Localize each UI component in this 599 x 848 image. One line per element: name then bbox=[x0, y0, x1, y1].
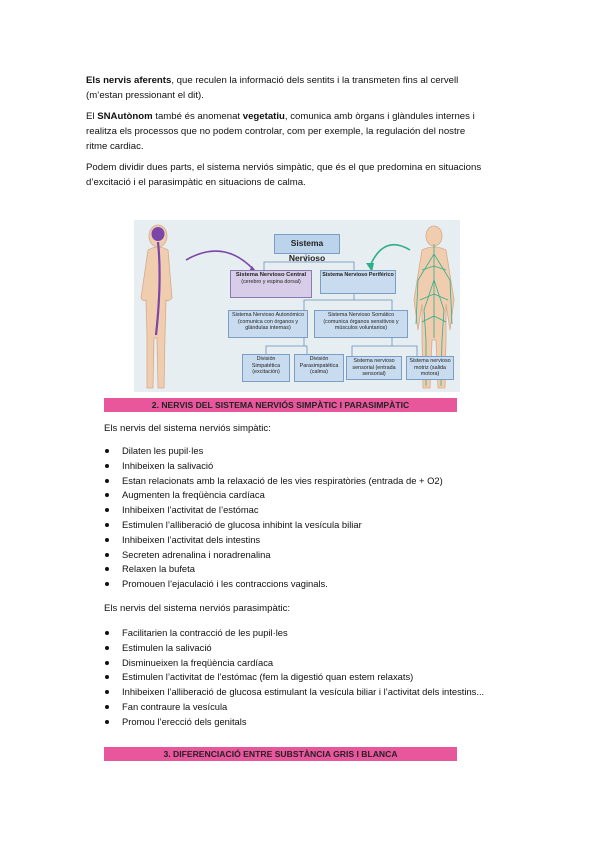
spinal-cord-icon bbox=[154, 241, 161, 336]
aferents-text-2: (m’estan pressionant el dit). bbox=[86, 90, 204, 101]
paragraph-aferents: Els nervis aferents, que reculen la info… bbox=[86, 73, 506, 103]
paragraph-parts: Podem dividir dues parts, el sistema ner… bbox=[86, 160, 506, 190]
autonomo-label: Sistema Nervioso Autonómico (comunica co… bbox=[232, 312, 304, 332]
arrow-peripheral-icon bbox=[369, 243, 411, 267]
box-sensorial: Sistema nervioso sensorial (entrada sens… bbox=[346, 356, 402, 380]
central-title: Sistema Nervioso Central bbox=[235, 272, 307, 278]
list-item: Augmenten la freqüència cardíaca bbox=[104, 488, 494, 503]
list-item: Promou l’erecció dels genitals bbox=[104, 715, 494, 730]
somatico-label: Sistema Nervioso Somático (comunica órga… bbox=[323, 312, 399, 332]
box-root-label: Sistema Nervioso bbox=[288, 238, 326, 263]
sna-term: SNAutònom bbox=[97, 111, 153, 122]
box-simpatica: División Simpatética (excitación) bbox=[242, 354, 290, 382]
list-item: Estimulen l’alliberació de glucosa inhib… bbox=[104, 518, 494, 533]
nerve-network-icon bbox=[415, 244, 453, 387]
list-item: Estimulen l’activitat de l’estómac (fem … bbox=[104, 670, 494, 685]
list-item: Inhibeixen l’activitat de l’estómac bbox=[104, 503, 494, 518]
sna-mid: també és anomenat bbox=[152, 111, 243, 122]
list-item: Dilaten les pupil·les bbox=[104, 444, 494, 459]
diagram-artwork bbox=[140, 224, 455, 389]
list-item: Estan relacionats amb la relaxació de le… bbox=[104, 474, 494, 489]
sna-line3: ritme cardiac. bbox=[86, 141, 144, 152]
box-sistema-nervioso: Sistema Nervioso bbox=[274, 234, 340, 263]
list-item: Fan contraure la vesícula bbox=[104, 700, 494, 715]
sna-prefix: El bbox=[86, 111, 98, 122]
motriz-label: Sistema nervioso motriz (salida motora) bbox=[409, 358, 451, 378]
sna-line1: , comunica amb òrgans i glàndules intern… bbox=[284, 111, 475, 122]
central-sub: (cerebro y espina dorsal) bbox=[241, 278, 301, 285]
parasimpatic-list: Facilitarien la contracció de les pupil·… bbox=[104, 626, 494, 730]
sna-line2: realitza els processos que no podem cont… bbox=[86, 126, 466, 137]
diagram-connectors bbox=[263, 254, 418, 356]
section-2-heading: 2. NERVIS DEL SISTEMA NERVIÓS SIMPÀTIC I… bbox=[104, 398, 457, 412]
box-periferico: Sistema Nervioso Periférico bbox=[320, 270, 396, 294]
peripheral-title: Sistema Nervioso Periférico bbox=[322, 272, 394, 278]
parts-line2: d’excitació i el parasimpàtic en situaci… bbox=[86, 177, 306, 188]
list-item: Inhibeixen l’activitat dels intestins bbox=[104, 533, 494, 548]
box-central: Sistema Nervioso Central (cerebro y espi… bbox=[230, 270, 312, 298]
list-item: Promouen l’ejaculació i les contraccions… bbox=[104, 577, 494, 592]
simpatic-intro: Els nervis del sistema nerviós simpàtic: bbox=[104, 423, 271, 434]
vegetatiu-term: vegetatiu bbox=[242, 111, 285, 122]
list-item: Inhibeixen l’alliberació de glucosa esti… bbox=[104, 685, 494, 700]
nervous-system-diagram: Sistema Nervioso Sistema Nervioso Centra… bbox=[134, 220, 460, 392]
list-item: Estimulen la salivació bbox=[104, 641, 494, 656]
list-item: Secreten adrenalina i noradrenalina bbox=[104, 548, 494, 563]
list-item: Facilitarien la contracció de les pupil·… bbox=[104, 626, 494, 641]
simpatica-label: División Simpatética (excitación) bbox=[251, 356, 281, 376]
sensorial-label: Sistema nervioso sensorial (entrada sens… bbox=[352, 358, 396, 378]
aferents-text: , que reculen la informació dels sentits… bbox=[171, 75, 459, 86]
parasimpatic-intro: Els nervis del sistema nerviós parasimpà… bbox=[104, 603, 291, 614]
parts-line1: Podem dividir dues parts, el sistema ner… bbox=[86, 162, 482, 173]
arrow-central-icon bbox=[185, 250, 255, 271]
box-motriz: Sistema nervioso motriz (salida motora) bbox=[406, 356, 454, 380]
section-3-heading: 3. DIFERENCIACIÓ ENTRE SUBSTÀNCIA GRIS I… bbox=[104, 747, 457, 761]
body-silhouette-left-icon bbox=[140, 224, 173, 389]
aferents-term: Els nervis aferents bbox=[86, 75, 172, 86]
list-item: Disminueixen la freqüència cardíaca bbox=[104, 656, 494, 671]
brain-icon bbox=[151, 227, 165, 241]
box-somatico: Sistema Nervioso Somático (comunica órga… bbox=[314, 310, 408, 338]
parasimpatica-label: División Parasimpatética (calma) bbox=[299, 356, 339, 376]
box-autonomico: Sistema Nervioso Autonómico (comunica co… bbox=[228, 310, 308, 338]
list-item: Inhibeixen la salivació bbox=[104, 459, 494, 474]
paragraph-sna: El SNAutònom també és anomenat vegetatiu… bbox=[86, 109, 506, 154]
list-item: Relaxen la bufeta bbox=[104, 562, 494, 577]
box-parasimpatica: División Parasimpatética (calma) bbox=[294, 354, 344, 382]
